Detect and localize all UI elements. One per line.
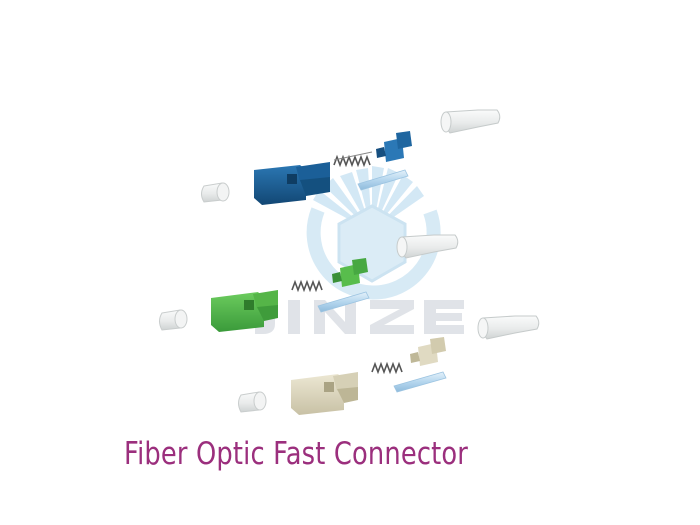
blue-boot bbox=[440, 109, 501, 134]
blue-connector-housing bbox=[254, 162, 330, 205]
blue-dust-cap bbox=[201, 182, 230, 203]
green-inner-body bbox=[332, 258, 368, 287]
beige-spring bbox=[371, 361, 403, 375]
blue-inner-body bbox=[376, 131, 412, 162]
logo-wordmark bbox=[255, 300, 464, 334]
blue-ferrule bbox=[357, 169, 409, 191]
green-connector-set bbox=[159, 234, 459, 332]
blue-spring bbox=[333, 151, 373, 168]
beige-dust-cap bbox=[238, 391, 267, 413]
green-connector-housing bbox=[211, 290, 278, 332]
beige-connector-set bbox=[238, 315, 540, 415]
beige-ferrule bbox=[393, 371, 447, 393]
product-caption: Fiber Optic Fast Connector bbox=[124, 436, 469, 472]
green-boot bbox=[396, 234, 459, 259]
blue-connector-set bbox=[201, 109, 501, 205]
green-ferrule bbox=[317, 291, 370, 313]
green-spring bbox=[291, 279, 323, 293]
beige-boot bbox=[477, 315, 540, 340]
green-dust-cap bbox=[159, 309, 188, 331]
beige-connector-housing bbox=[291, 372, 358, 415]
beige-inner-body bbox=[410, 337, 446, 366]
